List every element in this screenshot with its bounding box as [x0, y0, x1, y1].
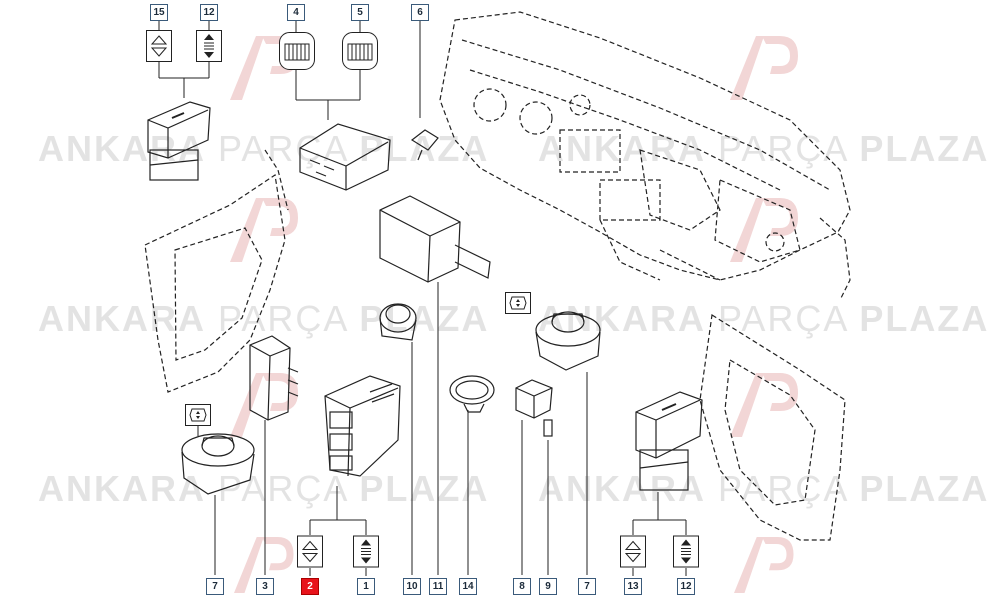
- callout-5[interactable]: 5: [351, 4, 369, 21]
- mirror-knob-right: [535, 311, 601, 371]
- right-door-panel: [699, 314, 846, 541]
- window-up-down-icon: [146, 30, 172, 62]
- switch-insert-icon: [279, 32, 315, 70]
- wire-clip: [410, 129, 439, 161]
- round-button: [379, 303, 417, 341]
- callout-lines: [158, 20, 687, 576]
- mirror-adjust-icon: [505, 292, 531, 314]
- window-up-down-icon: [297, 535, 323, 568]
- callout-3[interactable]: 3: [256, 578, 274, 595]
- callout-11[interactable]: 11: [429, 578, 447, 595]
- window-auto-icon: [673, 535, 699, 568]
- window-auto-icon: [353, 535, 379, 568]
- terminal-pin: [543, 419, 553, 437]
- callout-12[interactable]: 12: [200, 4, 218, 21]
- callout-12[interactable]: 12: [677, 578, 695, 595]
- callout-15[interactable]: 15: [150, 4, 168, 21]
- mirror-adjust-icon: [185, 404, 211, 426]
- callout-7[interactable]: 7: [578, 578, 596, 595]
- callout-7[interactable]: 7: [206, 578, 224, 595]
- callout-8[interactable]: 8: [513, 578, 531, 595]
- callout-13[interactable]: 13: [624, 578, 642, 595]
- switch-insert-icon: [342, 32, 378, 70]
- mirror-knob-left: [181, 433, 255, 495]
- trim-ring: [449, 375, 495, 413]
- small-connector: [515, 379, 553, 419]
- left-door-panel: [144, 149, 289, 393]
- callout-2-highlighted[interactable]: 2: [301, 578, 319, 595]
- window-switch-right: [635, 391, 703, 491]
- window-switch-top-left: [147, 101, 211, 181]
- callout-14[interactable]: 14: [459, 578, 477, 595]
- callout-6[interactable]: 6: [411, 4, 429, 21]
- callout-1[interactable]: 1: [357, 578, 375, 595]
- window-auto-icon: [196, 30, 222, 62]
- callout-4[interactable]: 4: [287, 4, 305, 21]
- callout-9[interactable]: 9: [539, 578, 557, 595]
- control-module: [379, 195, 491, 283]
- callout-10[interactable]: 10: [403, 578, 421, 595]
- main-switch-block: [324, 375, 401, 477]
- connector-housing: [299, 123, 391, 191]
- window-up-down-icon: [620, 535, 646, 568]
- relay-unit: [249, 335, 299, 421]
- dashboard-outline: [439, 11, 851, 301]
